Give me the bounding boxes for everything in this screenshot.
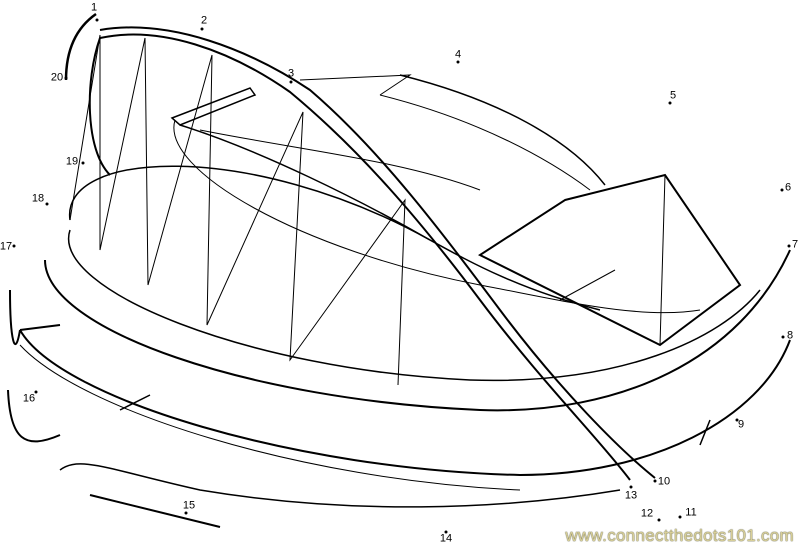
dot-label-8: 8 [786,329,794,342]
inner-bowl [69,165,601,311]
dot-8 [781,335,785,339]
upper-tier-4 [199,129,481,191]
dot-label-19: 19 [65,155,79,168]
dot-19 [81,161,85,165]
upper-tier-3 [379,94,591,191]
dot-15 [184,511,188,515]
dot-18 [45,202,49,206]
dot-label-7: 7 [791,238,799,251]
inner-bowl-2 [173,119,701,314]
middle-bowl [44,249,791,412]
dot-4 [456,60,460,64]
dot-label-12: 12 [640,507,654,520]
roof-left [170,87,257,126]
dot-9 [735,418,739,422]
dot-1 [95,18,99,22]
dot-label-2: 2 [200,14,208,27]
middle-bowl-2 [67,229,761,382]
dot-label-15: 15 [182,499,196,512]
lower-band-1 [19,329,791,477]
dot-6 [780,188,784,192]
arc-stroke-1-20 [64,12,97,81]
dot-label-11: 11 [685,506,697,519]
dot-12 [657,518,661,522]
support-zigzag [69,34,406,386]
dot-14 [444,530,448,534]
lower-band-2 [19,344,521,491]
arch-inner [99,33,631,481]
side-stroke [119,394,711,446]
dot-5 [668,101,672,105]
dot-label-3: 3 [287,67,295,80]
roof-box-inner [479,174,666,346]
dot-label-20: 20 [50,71,64,84]
upper-tier-1 [299,74,412,96]
dot-label-14: 14 [439,532,453,545]
left-edge [7,289,61,443]
arch-outer [99,26,656,479]
watermark: www.connectthedots101.com [565,526,794,545]
dot-7 [787,244,791,248]
dot-2 [200,27,204,31]
roof-box-right [477,173,742,347]
dot-label-1: 1 [90,1,98,14]
dot-16 [34,390,38,394]
dot-20 [64,76,68,80]
dot-label-4: 4 [454,48,462,61]
dot-11 [678,515,682,519]
dot-label-10: 10 [657,475,671,488]
dot-label-5: 5 [669,89,677,102]
dot-3 [289,80,293,84]
dot-label-17: 17 [0,240,13,253]
dot-label-13: 13 [624,489,638,502]
dot-10 [653,479,657,483]
dot-label-16: 16 [22,392,36,405]
upper-tier-2 [399,74,606,186]
dot-label-9: 9 [737,418,745,431]
dot-label-18: 18 [31,192,45,205]
dot-label-6: 6 [784,181,792,194]
left-wall [88,37,111,176]
lower-band-3 [59,463,621,508]
dot-13 [629,485,633,489]
dot-17 [12,244,16,248]
roof-tier [179,124,431,241]
bottom-stroke-15 [89,494,221,528]
